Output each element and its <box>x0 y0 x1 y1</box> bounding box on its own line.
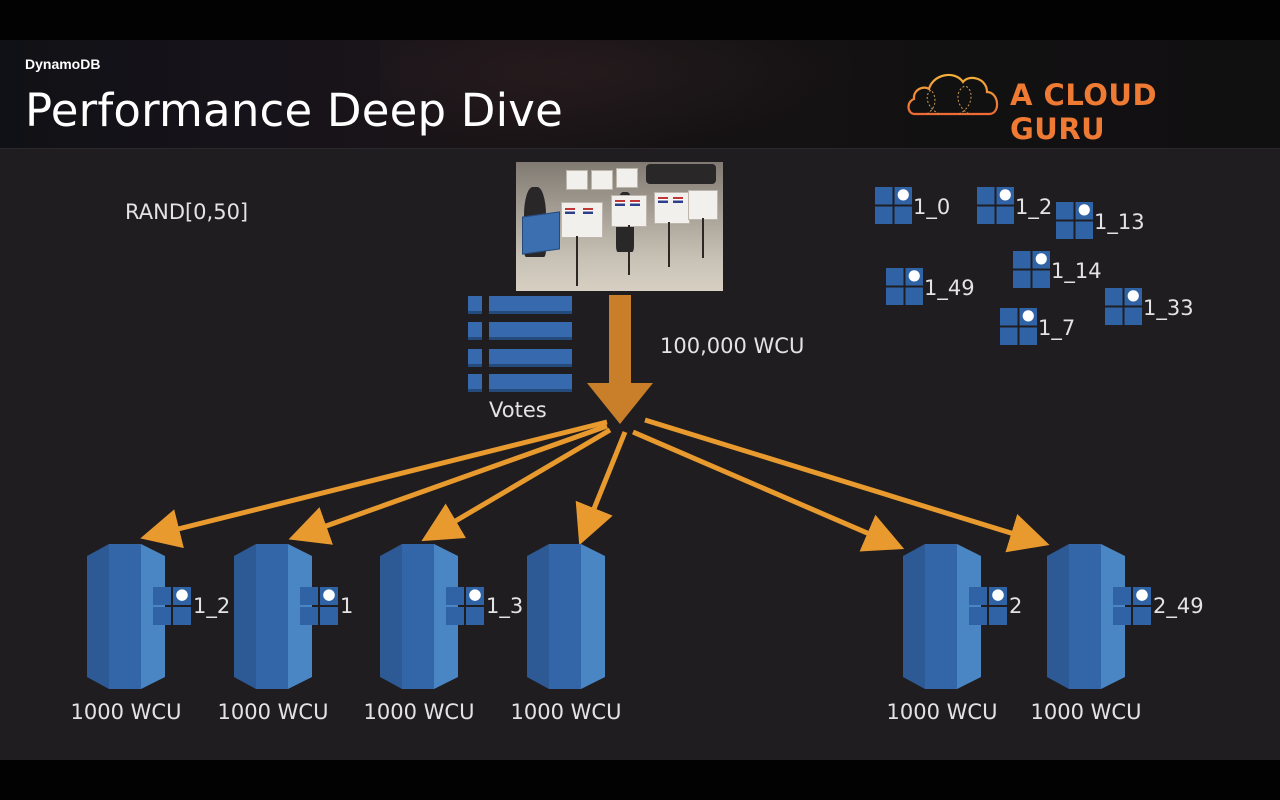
fan-out-arrow <box>644 417 1050 553</box>
partition-key-label: 2 <box>1009 594 1023 618</box>
fan-out-arrow <box>288 423 608 545</box>
fan-out-arrow <box>140 419 608 549</box>
floating-key-label: 1_2 <box>1015 195 1053 219</box>
slide-title: Performance Deep Dive <box>25 84 564 137</box>
item-key-icon <box>1105 288 1142 325</box>
fan-out-arrow <box>575 431 628 546</box>
floating-key-label: 1_7 <box>1038 316 1076 340</box>
throughput-label: 100,000 WCU <box>660 334 805 358</box>
item-key-icon <box>1056 202 1093 239</box>
partition-capacity-label: 1000 WCU <box>510 700 622 724</box>
diagram-canvas <box>87 187 1151 689</box>
partition-capacity-label: 1000 WCU <box>363 700 475 724</box>
floating-key-label: 1_49 <box>924 276 975 300</box>
item-key-icon <box>1000 308 1037 345</box>
partition-key-label: 1_2 <box>193 594 231 618</box>
partition-key-label: 2_49 <box>1153 594 1204 618</box>
fan-out-arrow <box>421 427 612 542</box>
item-key-icon <box>977 187 1014 224</box>
slide-header: DynamoDB Performance Deep Dive A CLOUD G… <box>0 40 1280 149</box>
item-key-icon <box>875 187 912 224</box>
dynamodb-table-icon <box>468 296 572 392</box>
floating-key-label: 1_33 <box>1143 296 1194 320</box>
partition-capacity-label: 1000 WCU <box>217 700 329 724</box>
partition-key-icon <box>153 587 191 625</box>
table-name-label: Votes <box>489 398 547 422</box>
floating-key-label: 1_13 <box>1094 210 1145 234</box>
cloud-icon <box>907 73 999 116</box>
item-key-icon <box>886 268 923 305</box>
slide-kicker: DynamoDB <box>25 56 101 72</box>
partition-node <box>527 544 605 689</box>
partition-key-icon <box>969 587 1007 625</box>
partition-capacity-label: 1000 WCU <box>70 700 182 724</box>
floating-key-label: 1_14 <box>1051 259 1102 283</box>
partition-key-icon <box>446 587 484 625</box>
slide: DynamoDB Performance Deep Dive A CLOUD G… <box>0 40 1280 760</box>
partition-key-icon <box>1113 587 1151 625</box>
floating-key-label: 1_0 <box>913 195 951 219</box>
partition-capacity-label: 1000 WCU <box>1030 700 1142 724</box>
voting-booths-photo <box>516 162 723 291</box>
header-background-photo <box>380 40 860 148</box>
partition-key-icon <box>300 587 338 625</box>
a-cloud-guru-logo: A CLOUD GURU <box>905 66 1245 146</box>
letterbox-bottom <box>0 760 1280 800</box>
main-write-arrow <box>587 295 653 424</box>
logo-text: A CLOUD GURU <box>1010 78 1158 146</box>
partition-key-label: 1 <box>340 594 354 618</box>
partition-key-label: 1_3 <box>486 594 524 618</box>
item-key-icon <box>1013 251 1050 288</box>
random-suffix-label: RAND[0,50] <box>125 200 249 224</box>
partition-capacity-label: 1000 WCU <box>886 700 998 724</box>
fan-out-arrow <box>632 429 905 552</box>
